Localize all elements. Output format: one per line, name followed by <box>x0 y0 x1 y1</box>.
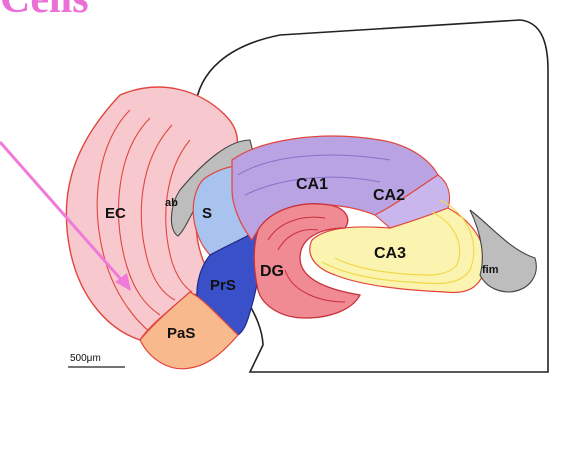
dg-lamina-lines <box>267 216 346 303</box>
label-dg: DG <box>260 263 284 280</box>
region-ca3 <box>309 207 486 294</box>
label-pas: PaS <box>167 325 195 342</box>
ca1-lamina-lines <box>237 154 391 196</box>
region-pas <box>139 291 239 370</box>
ec-lamina-lines <box>96 109 193 333</box>
label-ca3: CA3 <box>374 245 406 262</box>
label-prs: PrS <box>210 277 236 294</box>
arrow-icon <box>0 141 131 291</box>
label-ab: ab <box>165 197 178 209</box>
label-s: S <box>202 205 212 222</box>
slice-outline <box>194 19 549 373</box>
label-ec: EC <box>105 205 126 222</box>
region-dg <box>253 203 362 319</box>
label-fim: fim <box>482 264 499 276</box>
slide-title: Cells <box>0 0 89 20</box>
scale-bar-label: 500μm <box>70 353 101 364</box>
ca3-lamina-lines <box>321 199 475 285</box>
label-ca2: CA2 <box>373 187 405 204</box>
label-ca1: CA1 <box>296 176 328 193</box>
region-fim <box>469 209 537 293</box>
